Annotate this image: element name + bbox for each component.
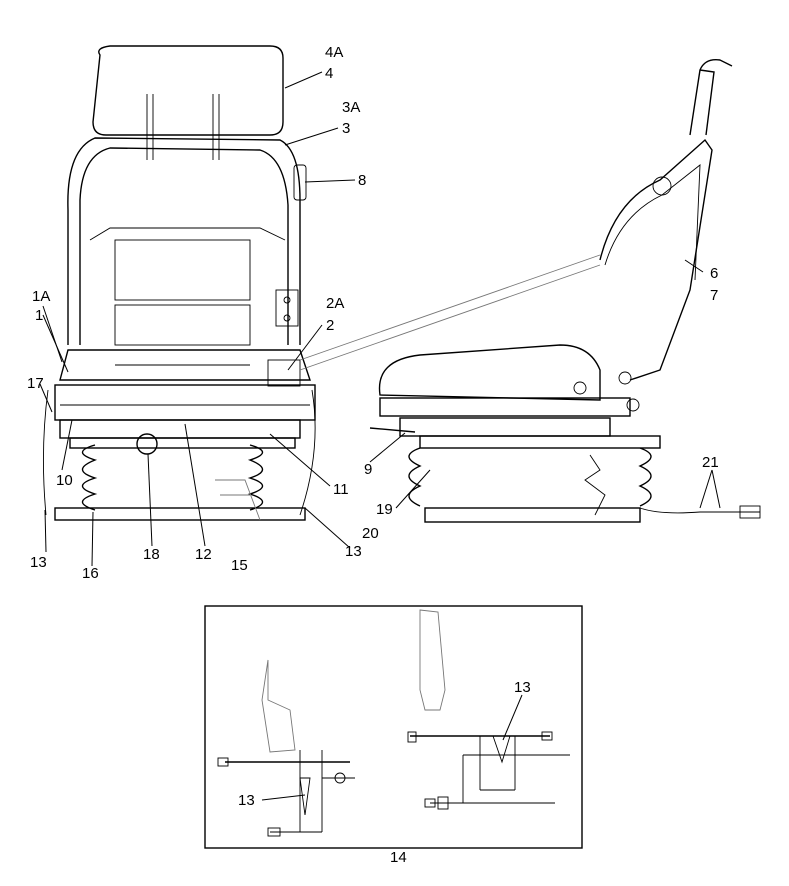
- callout-8: 8: [358, 172, 366, 189]
- callout-3A: 3A: [342, 99, 360, 116]
- side-view-seat: [299, 59, 761, 523]
- headrest-side: [689, 59, 733, 136]
- callout-9: 9: [364, 461, 372, 478]
- callout-1: 1: [35, 307, 43, 324]
- callout-11: 11: [333, 481, 349, 498]
- seat-cushion-side: [378, 344, 601, 401]
- backrest-front: [67, 137, 301, 345]
- leader-lines: [39, 71, 721, 801]
- callout-14: 14: [390, 849, 407, 866]
- callout-10: 10: [56, 472, 73, 489]
- callout-13-detail-left: 13: [238, 792, 255, 809]
- callout-18: 18: [143, 546, 160, 563]
- callout-20: 20: [362, 525, 379, 542]
- detail-inset-14: [204, 605, 583, 849]
- callout-21: 21: [702, 454, 719, 471]
- detail-frame: [204, 605, 583, 849]
- callout-labels: 4A 4 3A 3 8 1A 1 2A 2 17 10 11 13 16 18 …: [27, 44, 719, 866]
- bellows-left: [81, 444, 98, 511]
- headrest-front: [92, 45, 284, 136]
- callout-6: 6: [710, 265, 718, 282]
- callout-4A: 4A: [325, 44, 343, 61]
- backrest-side: [599, 138, 713, 381]
- callout-19: 19: [376, 501, 393, 518]
- callout-12: 12: [195, 546, 212, 563]
- callout-1A: 1A: [32, 288, 50, 305]
- callout-16: 16: [82, 565, 99, 582]
- callout-13-mid: 13: [345, 543, 362, 560]
- callout-17: 17: [27, 375, 44, 392]
- callout-15: 15: [231, 557, 248, 574]
- callout-2A: 2A: [326, 295, 344, 312]
- callout-3: 3: [342, 120, 350, 137]
- callout-4: 4: [325, 65, 333, 82]
- front-view-seat: [42, 45, 316, 521]
- callout-2: 2: [326, 317, 334, 334]
- callout-13-left: 13: [30, 554, 47, 571]
- callout-7: 7: [710, 287, 718, 304]
- callout-13-detail-right: 13: [514, 679, 531, 696]
